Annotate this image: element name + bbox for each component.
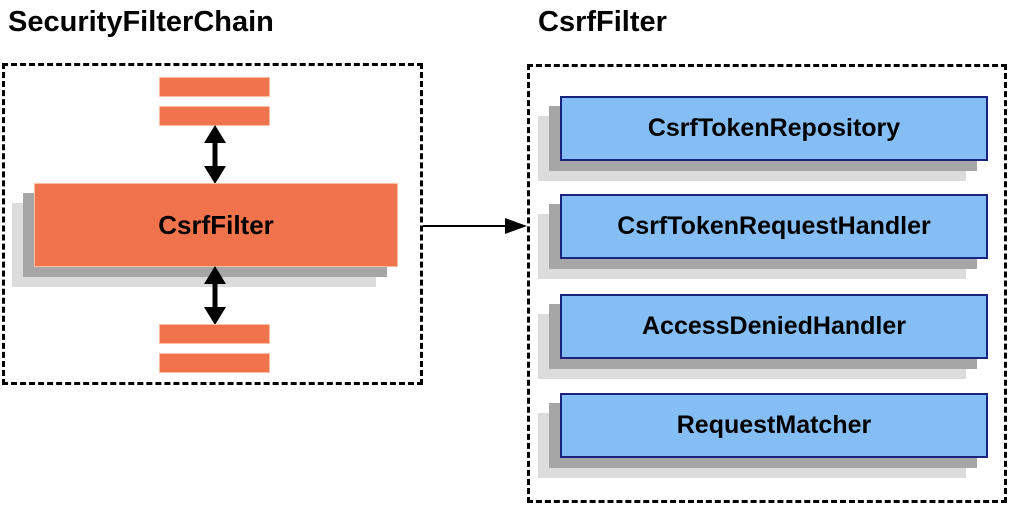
filter-placeholder-bar xyxy=(159,77,270,97)
component-box-access-denied-handler: AccessDeniedHandler xyxy=(560,294,988,359)
component-label: RequestMatcher xyxy=(676,411,872,439)
security-filter-chain-panel xyxy=(2,63,423,385)
filter-placeholder-bar xyxy=(159,106,270,126)
flow-arrow-icon xyxy=(423,218,527,234)
component-label: AccessDeniedHandler xyxy=(641,312,906,340)
filter-placeholder-bar xyxy=(159,324,270,344)
csrf-filter-box: CsrfFilter xyxy=(34,183,398,267)
component-label: CsrfTokenRequestHandler xyxy=(617,212,931,240)
csrf-filter-box-label: CsrfFilter xyxy=(158,209,274,240)
csrf-filter-panel xyxy=(527,64,1007,503)
component-label: CsrfTokenRepository xyxy=(647,114,901,142)
security-filter-chain-title: SecurityFilterChain xyxy=(8,6,274,38)
bidirectional-arrow-icon xyxy=(204,266,226,325)
bidirectional-arrow-icon xyxy=(204,125,226,184)
csrf-filter-title: CsrfFilter xyxy=(538,6,667,38)
component-box-csrf-token-request-handler: CsrfTokenRequestHandler xyxy=(560,194,988,259)
filter-placeholder-bar xyxy=(159,353,270,373)
component-box-request-matcher: RequestMatcher xyxy=(560,393,988,458)
component-box-csrf-token-repository: CsrfTokenRepository xyxy=(560,96,988,161)
